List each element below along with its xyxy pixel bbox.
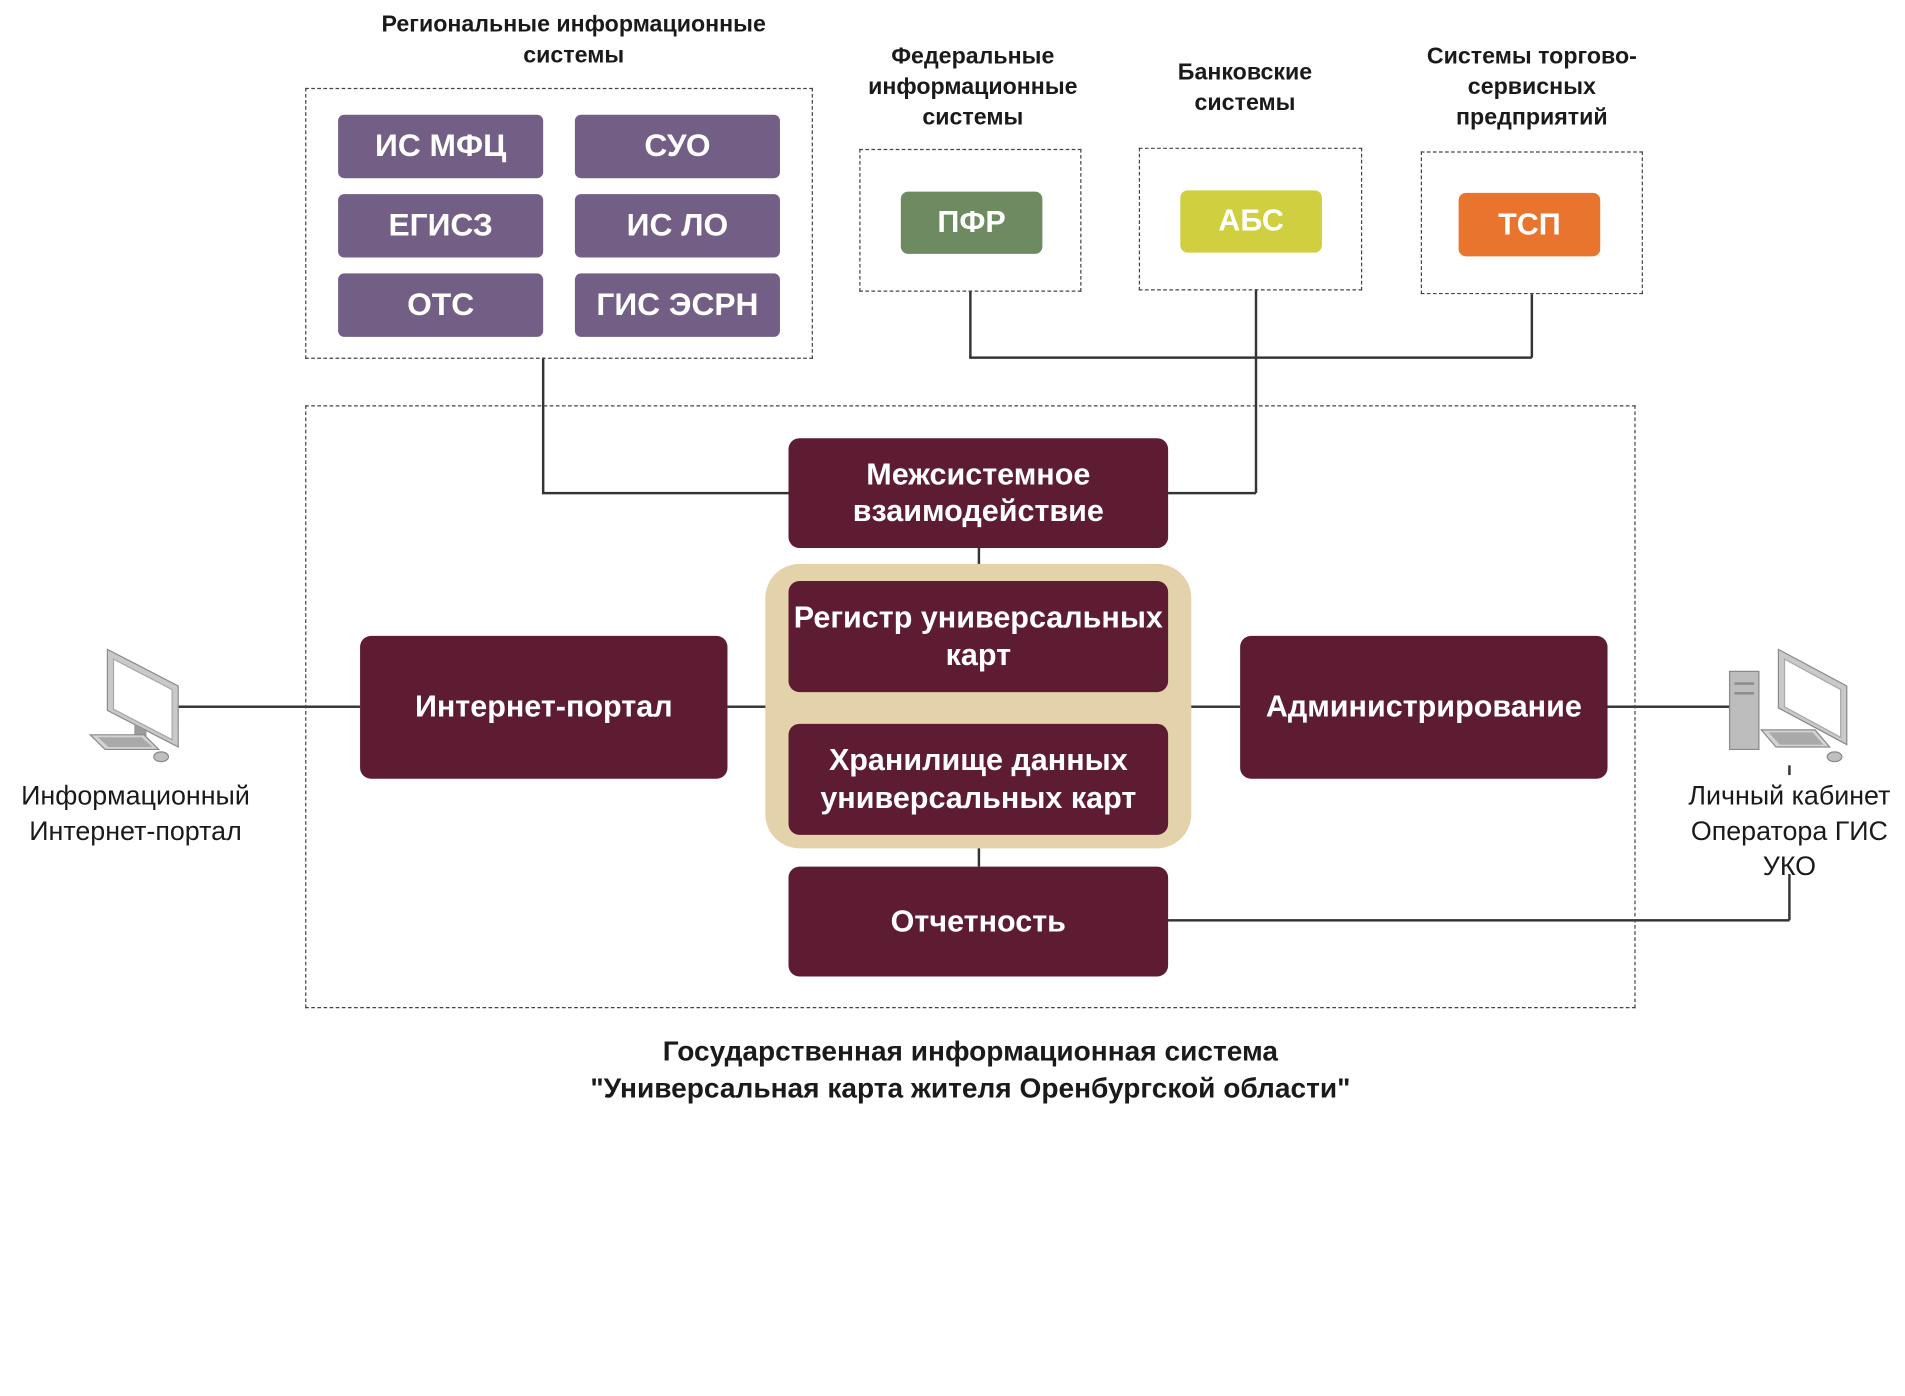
connector-line <box>1188 705 1241 708</box>
trade-systems-title: Системы торгово-сервисных предприятий <box>1426 43 1637 131</box>
connector-line <box>969 356 1532 359</box>
connector-line <box>1788 765 1791 776</box>
connector-line <box>727 705 767 708</box>
system-box-is-mfc: ИС МФЦ <box>338 114 544 179</box>
federal-systems-title: Федеральные информационные системы <box>868 43 1078 131</box>
connector-line <box>1606 705 1731 708</box>
system-box-egisz: ЕГИСЗ <box>338 194 544 258</box>
regional-systems-group <box>305 87 813 359</box>
banking-systems-title: Банковские системы <box>1177 59 1313 117</box>
connector-line <box>176 705 361 708</box>
card-data-storage-box: Хранилище данных универсальных карт <box>788 723 1169 835</box>
system-box-tsp: ТСП <box>1458 192 1601 257</box>
intersystem-interaction-box: Межсистемное взаимодействие <box>788 438 1169 549</box>
connector-line <box>977 847 980 867</box>
banking-systems-group <box>1138 147 1363 291</box>
connector-line <box>1166 491 1256 494</box>
system-box-ots: ОТС <box>338 273 544 337</box>
connector-line <box>1254 289 1257 494</box>
desktop-computer-icon <box>1725 644 1852 766</box>
caption-line-2: "Универсальная карта жителя Оренбургской… <box>590 1071 1351 1104</box>
connector-line <box>969 290 971 358</box>
desktop-computer-icon <box>85 644 183 766</box>
operator-cabinet-label: Личный кабинет Оператора ГИС УКО <box>1688 779 1891 882</box>
system-box-abs: АБС <box>1180 190 1322 253</box>
diagram-caption: Государственная информационная система "… <box>488 1034 1452 1107</box>
system-box-suo: СУО <box>574 114 780 179</box>
connector-line <box>1788 873 1791 921</box>
connector-line <box>1166 919 1790 921</box>
administration-box: Администрирование <box>1240 635 1608 779</box>
connector-line <box>977 546 980 567</box>
system-box-gis-esrn: ГИС ЭСРН <box>574 273 780 337</box>
info-portal-label: Информационный Интернет-портал <box>21 779 250 846</box>
regional-systems-title: Региональные информационные системы <box>381 12 766 69</box>
connector-line <box>541 491 789 494</box>
connector-line <box>1530 294 1533 358</box>
card-registry-box: Регистр универсальных карт <box>788 581 1169 693</box>
system-box-pfr: ПФР <box>900 191 1043 254</box>
trade-systems-group <box>1420 151 1643 295</box>
connector-line <box>541 357 544 494</box>
main-system-area <box>305 405 1636 1009</box>
system-box-is-lo: ИС ЛО <box>574 194 780 258</box>
caption-line-1: Государственная информационная система <box>662 1035 1278 1067</box>
federal-systems-group <box>859 148 1082 292</box>
reporting-box: Отчетность <box>788 866 1169 977</box>
internet-portal-box: Интернет-портал <box>360 635 728 779</box>
